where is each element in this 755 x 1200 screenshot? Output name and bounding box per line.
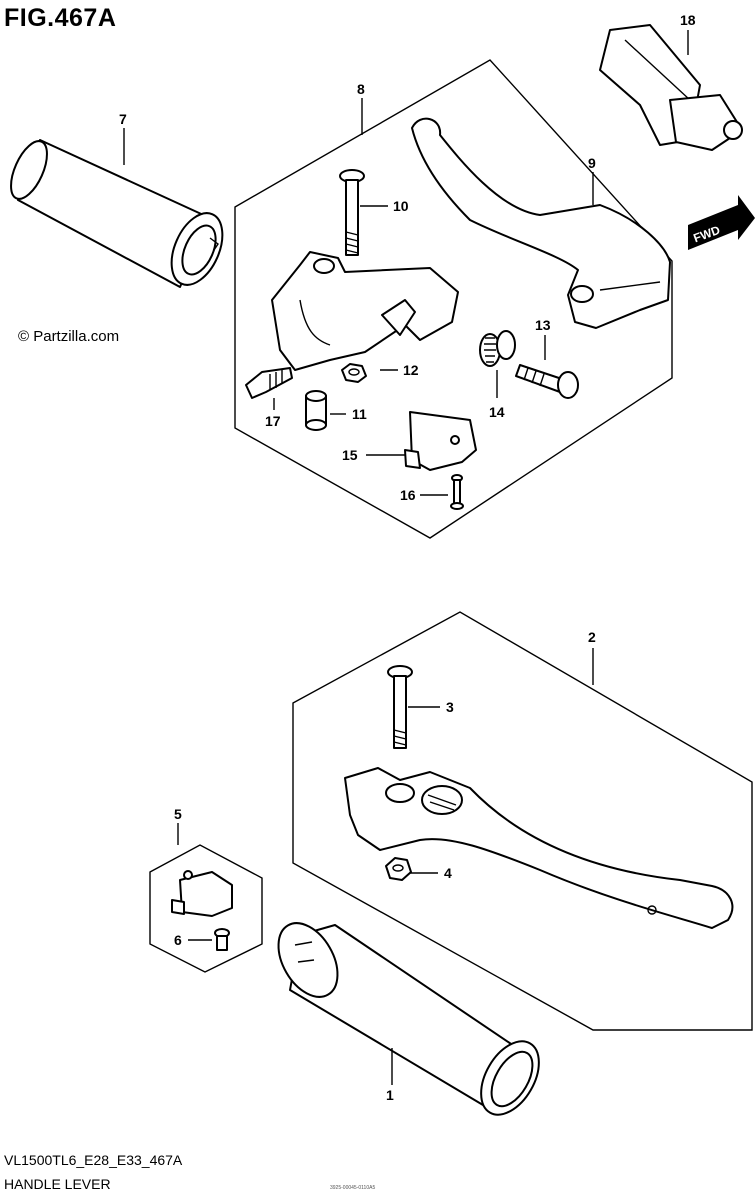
bracket-part-8 [271,251,459,371]
figure-title: FIG.467A [4,4,117,32]
screw-part-17 [245,367,293,399]
switch-part-15 [404,411,477,471]
part-number-14: 14 [489,404,505,420]
part-number-15: 15 [342,447,358,463]
forward-arrow-icon: FWD [688,195,755,250]
part-number-10: 10 [393,198,409,214]
lever-part-9 [411,117,671,329]
grip-part-7 [10,139,224,288]
callout-leaders [123,30,689,1085]
group-frame-5 [149,844,263,973]
part-number-4: 4 [444,865,452,881]
part-number-8: 8 [357,81,365,97]
nut-part-4 [385,857,412,881]
cover-part-18 [599,24,743,151]
part-number-16: 16 [400,487,416,503]
copyright-notice: © Partzilla.com [18,328,120,345]
part-number-18: 18 [680,12,696,28]
tiny-code: 3925-00045-0110A5 [330,1185,376,1191]
part-number-5: 5 [174,806,182,822]
part-number-1: 1 [386,1087,394,1103]
nut-part-12 [341,363,367,383]
part-number-7: 7 [119,111,127,127]
part-number-11: 11 [352,406,367,422]
part-number-3: 3 [446,699,454,715]
part-number-17: 17 [265,413,281,429]
part-number-13: 13 [535,317,551,333]
part-number-12: 12 [403,362,419,378]
collar-part-11 [305,390,327,431]
figure-caption: HANDLE LEVER [4,1176,111,1192]
bolt-part-3 [387,665,413,749]
part-number-2: 2 [588,629,596,645]
grip-part-1 [277,922,540,1116]
group-frame-8 [234,59,673,539]
part-number-labels: 1 2 3 4 5 6 7 8 9 10 11 12 13 14 15 16 1… [119,12,696,1103]
switch-part-5 [171,870,233,917]
screw-part-16 [450,474,464,510]
group-frame-2 [292,611,753,1031]
screw-part-6 [214,928,230,951]
lever-part-2 [344,767,734,929]
bolt-part-10 [339,169,365,256]
model-code: VL1500TL6_E28_E33_467A [4,1152,183,1168]
part-number-6: 6 [174,932,182,948]
part-number-9: 9 [588,155,596,171]
pin-part-13 [515,364,579,399]
adjuster-part-14 [479,330,516,367]
